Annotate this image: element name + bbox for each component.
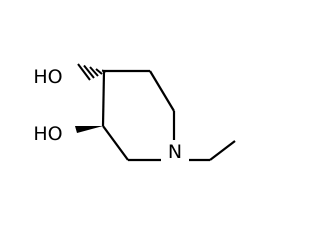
bond-ring-right-upper	[149, 70, 175, 112]
bond-ethyl	[209, 140, 236, 161]
nitrogen-label: N	[168, 141, 182, 163]
hydroxyl-label-top: HO	[33, 66, 62, 88]
bond-c3-to-c4	[101, 70, 106, 127]
bond-c2-to-c3	[102, 125, 129, 161]
hashed-bond-top	[77, 63, 107, 81]
molecule-structure: HO HO N	[33, 63, 236, 163]
wedge-bond-bottom	[75, 126, 103, 133]
hydroxyl-label-bottom: HO	[33, 123, 62, 145]
